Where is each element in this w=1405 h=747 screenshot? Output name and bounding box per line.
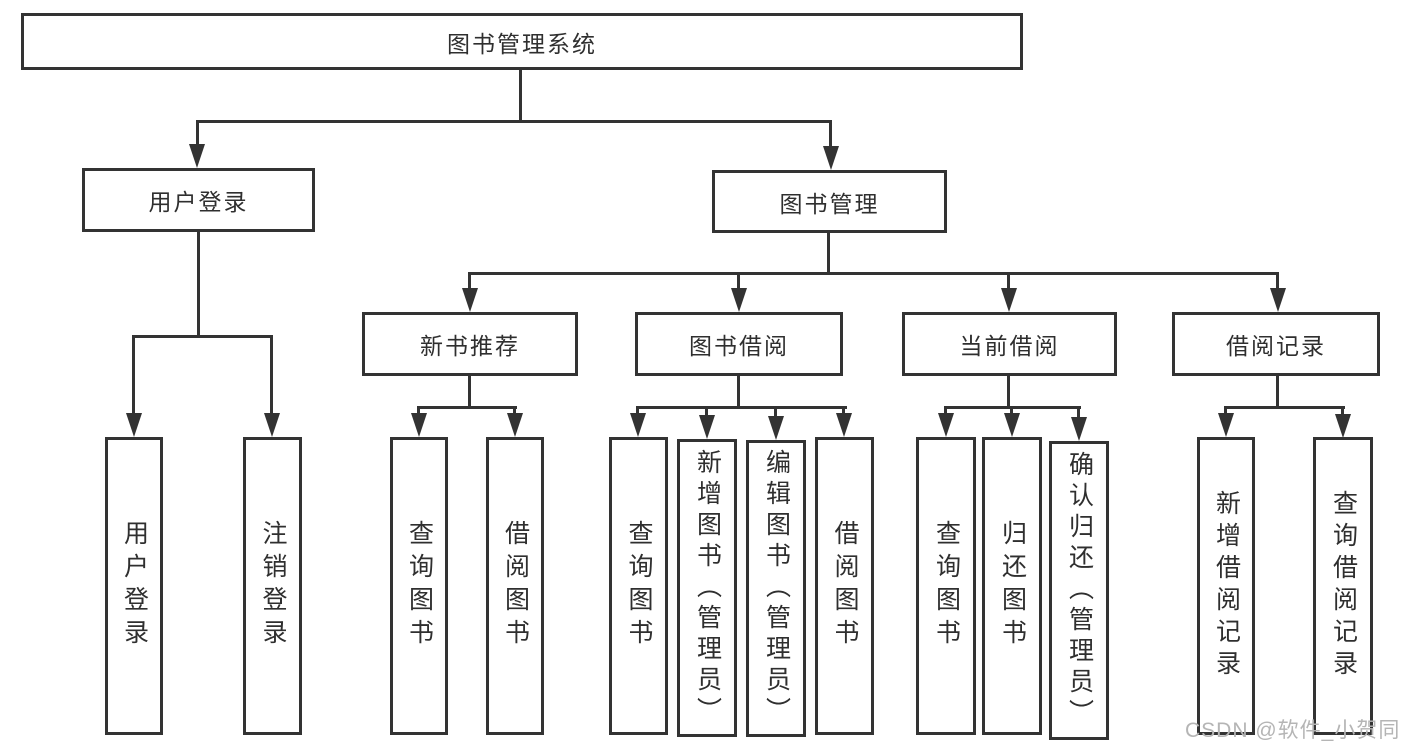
node-borrow-records-label: 借阅记录: [1226, 333, 1326, 359]
connector-book-borrow-stem: [737, 376, 740, 409]
arrowhead-new-book-rec: [462, 288, 478, 312]
connector-user-login-rail: [132, 335, 273, 338]
connector-drop-book-mgmt: [829, 120, 832, 152]
leaf-query-book-2-label: 查询图书: [625, 520, 653, 652]
connector-borrow-records-stem: [1276, 376, 1279, 409]
connector-drop-query-record: [1341, 406, 1344, 420]
arrowhead-add-book: [699, 415, 715, 439]
leaf-query-book-2: 查询图书: [609, 437, 668, 735]
arrowhead-query-record: [1335, 414, 1351, 438]
arrowhead-current-borrow: [1001, 288, 1017, 312]
connector-drop-book-borrow: [737, 272, 740, 292]
node-book-borrow-label: 图书借阅: [689, 333, 789, 359]
arrowhead-logout: [264, 413, 280, 437]
node-current-borrow: 当前借阅: [902, 312, 1117, 376]
arrowhead-confirm-return: [1071, 417, 1087, 441]
leaf-query-book-1: 查询图书: [390, 437, 448, 735]
connector-book-mgmt-rail: [468, 272, 1279, 275]
arrowhead-borrow-book-2: [836, 413, 852, 437]
connector-drop-user-login: [196, 120, 199, 150]
leaf-add-record: 新增借阅记录: [1197, 437, 1255, 735]
connector-book-borrow-rail: [636, 406, 847, 409]
leaf-add-book-label: 新增图书（管理员）: [693, 448, 722, 728]
leaf-query-record: 查询借阅记录: [1313, 437, 1373, 735]
leaf-add-record-label: 新增借阅记录: [1212, 490, 1241, 682]
arrowhead-query-book-2: [630, 413, 646, 437]
leaf-borrow-book-1: 借阅图书: [486, 437, 544, 735]
connector-drop-logout: [270, 335, 273, 419]
connector-new-book-rec-rail: [417, 406, 517, 409]
leaf-return-book-label: 归还图书: [998, 520, 1027, 652]
node-new-book-rec: 新书推荐: [362, 312, 578, 376]
arrowhead-edit-book: [768, 416, 784, 440]
arrowhead-query-book-1: [411, 413, 427, 437]
leaf-confirm-return: 确认归还（管理员）: [1049, 441, 1109, 740]
node-current-borrow-label: 当前借阅: [959, 333, 1060, 359]
leaf-add-book: 新增图书（管理员）: [677, 439, 737, 737]
node-new-book-rec-label: 新书推荐: [420, 333, 520, 359]
connector-user-login-stem: [197, 232, 200, 338]
leaf-query-record-label: 查询借阅记录: [1329, 490, 1358, 682]
connector-drop-edit-book: [774, 406, 777, 420]
leaf-return-book: 归还图书: [982, 437, 1042, 735]
connector-drop-confirm-return: [1077, 406, 1080, 420]
leaf-query-book-1-label: 查询图书: [405, 520, 434, 652]
arrowhead-user-login: [189, 144, 205, 168]
leaf-borrow-book-2-label: 借阅图书: [831, 520, 859, 652]
node-user-login-label: 用户登录: [148, 189, 249, 215]
arrowhead-borrow-book-1: [507, 413, 523, 437]
arrowhead-login: [126, 413, 142, 437]
connector-drop-current-borrow: [1007, 272, 1010, 292]
connector-drop-new-book-rec: [468, 272, 471, 292]
connector-drop-add-book: [705, 406, 708, 420]
leaf-edit-book-label: 编辑图书（管理员）: [762, 449, 791, 728]
arrowhead-book-mgmt: [823, 146, 839, 170]
connector-root-stem: [519, 70, 522, 121]
connector-current-borrow-stem: [1007, 376, 1010, 409]
connector-borrow-records-rail: [1224, 406, 1345, 409]
node-book-borrow: 图书借阅: [635, 312, 843, 376]
node-root-label: 图书管理系统: [447, 30, 597, 57]
leaf-query-book-3-label: 查询图书: [932, 520, 961, 652]
node-user-login: 用户登录: [82, 168, 315, 232]
leaf-logout-label: 注销登录: [259, 520, 287, 652]
leaf-login-label: 用户登录: [120, 520, 149, 652]
leaf-borrow-book-2: 借阅图书: [815, 437, 874, 735]
arrowhead-query-book-3: [938, 413, 954, 437]
arrowhead-add-record: [1218, 413, 1234, 437]
leaf-logout: 注销登录: [243, 437, 302, 735]
leaf-confirm-return-label: 确认归还（管理员）: [1065, 451, 1094, 730]
node-root: 图书管理系统: [21, 13, 1023, 70]
connector-book-mgmt-stem: [827, 233, 830, 275]
node-borrow-records: 借阅记录: [1172, 312, 1380, 376]
connector-drop-borrow-records: [1276, 272, 1279, 292]
connector-root-rail: [196, 120, 832, 123]
connector-new-book-rec-stem: [468, 376, 471, 409]
leaf-query-book-3: 查询图书: [916, 437, 976, 735]
leaf-borrow-book-1-label: 借阅图书: [501, 520, 530, 652]
leaf-login: 用户登录: [105, 437, 163, 735]
csdn-watermark: CSDN @软件_小贺同学: [1185, 719, 1401, 742]
node-book-mgmt: 图书管理: [712, 170, 947, 233]
arrowhead-borrow-records: [1270, 288, 1286, 312]
arrowhead-return-book: [1004, 413, 1020, 437]
arrowhead-book-borrow: [731, 288, 747, 312]
connector-drop-login: [132, 335, 135, 419]
leaf-edit-book: 编辑图书（管理员）: [746, 440, 806, 737]
node-book-mgmt-label: 图书管理: [779, 190, 880, 217]
